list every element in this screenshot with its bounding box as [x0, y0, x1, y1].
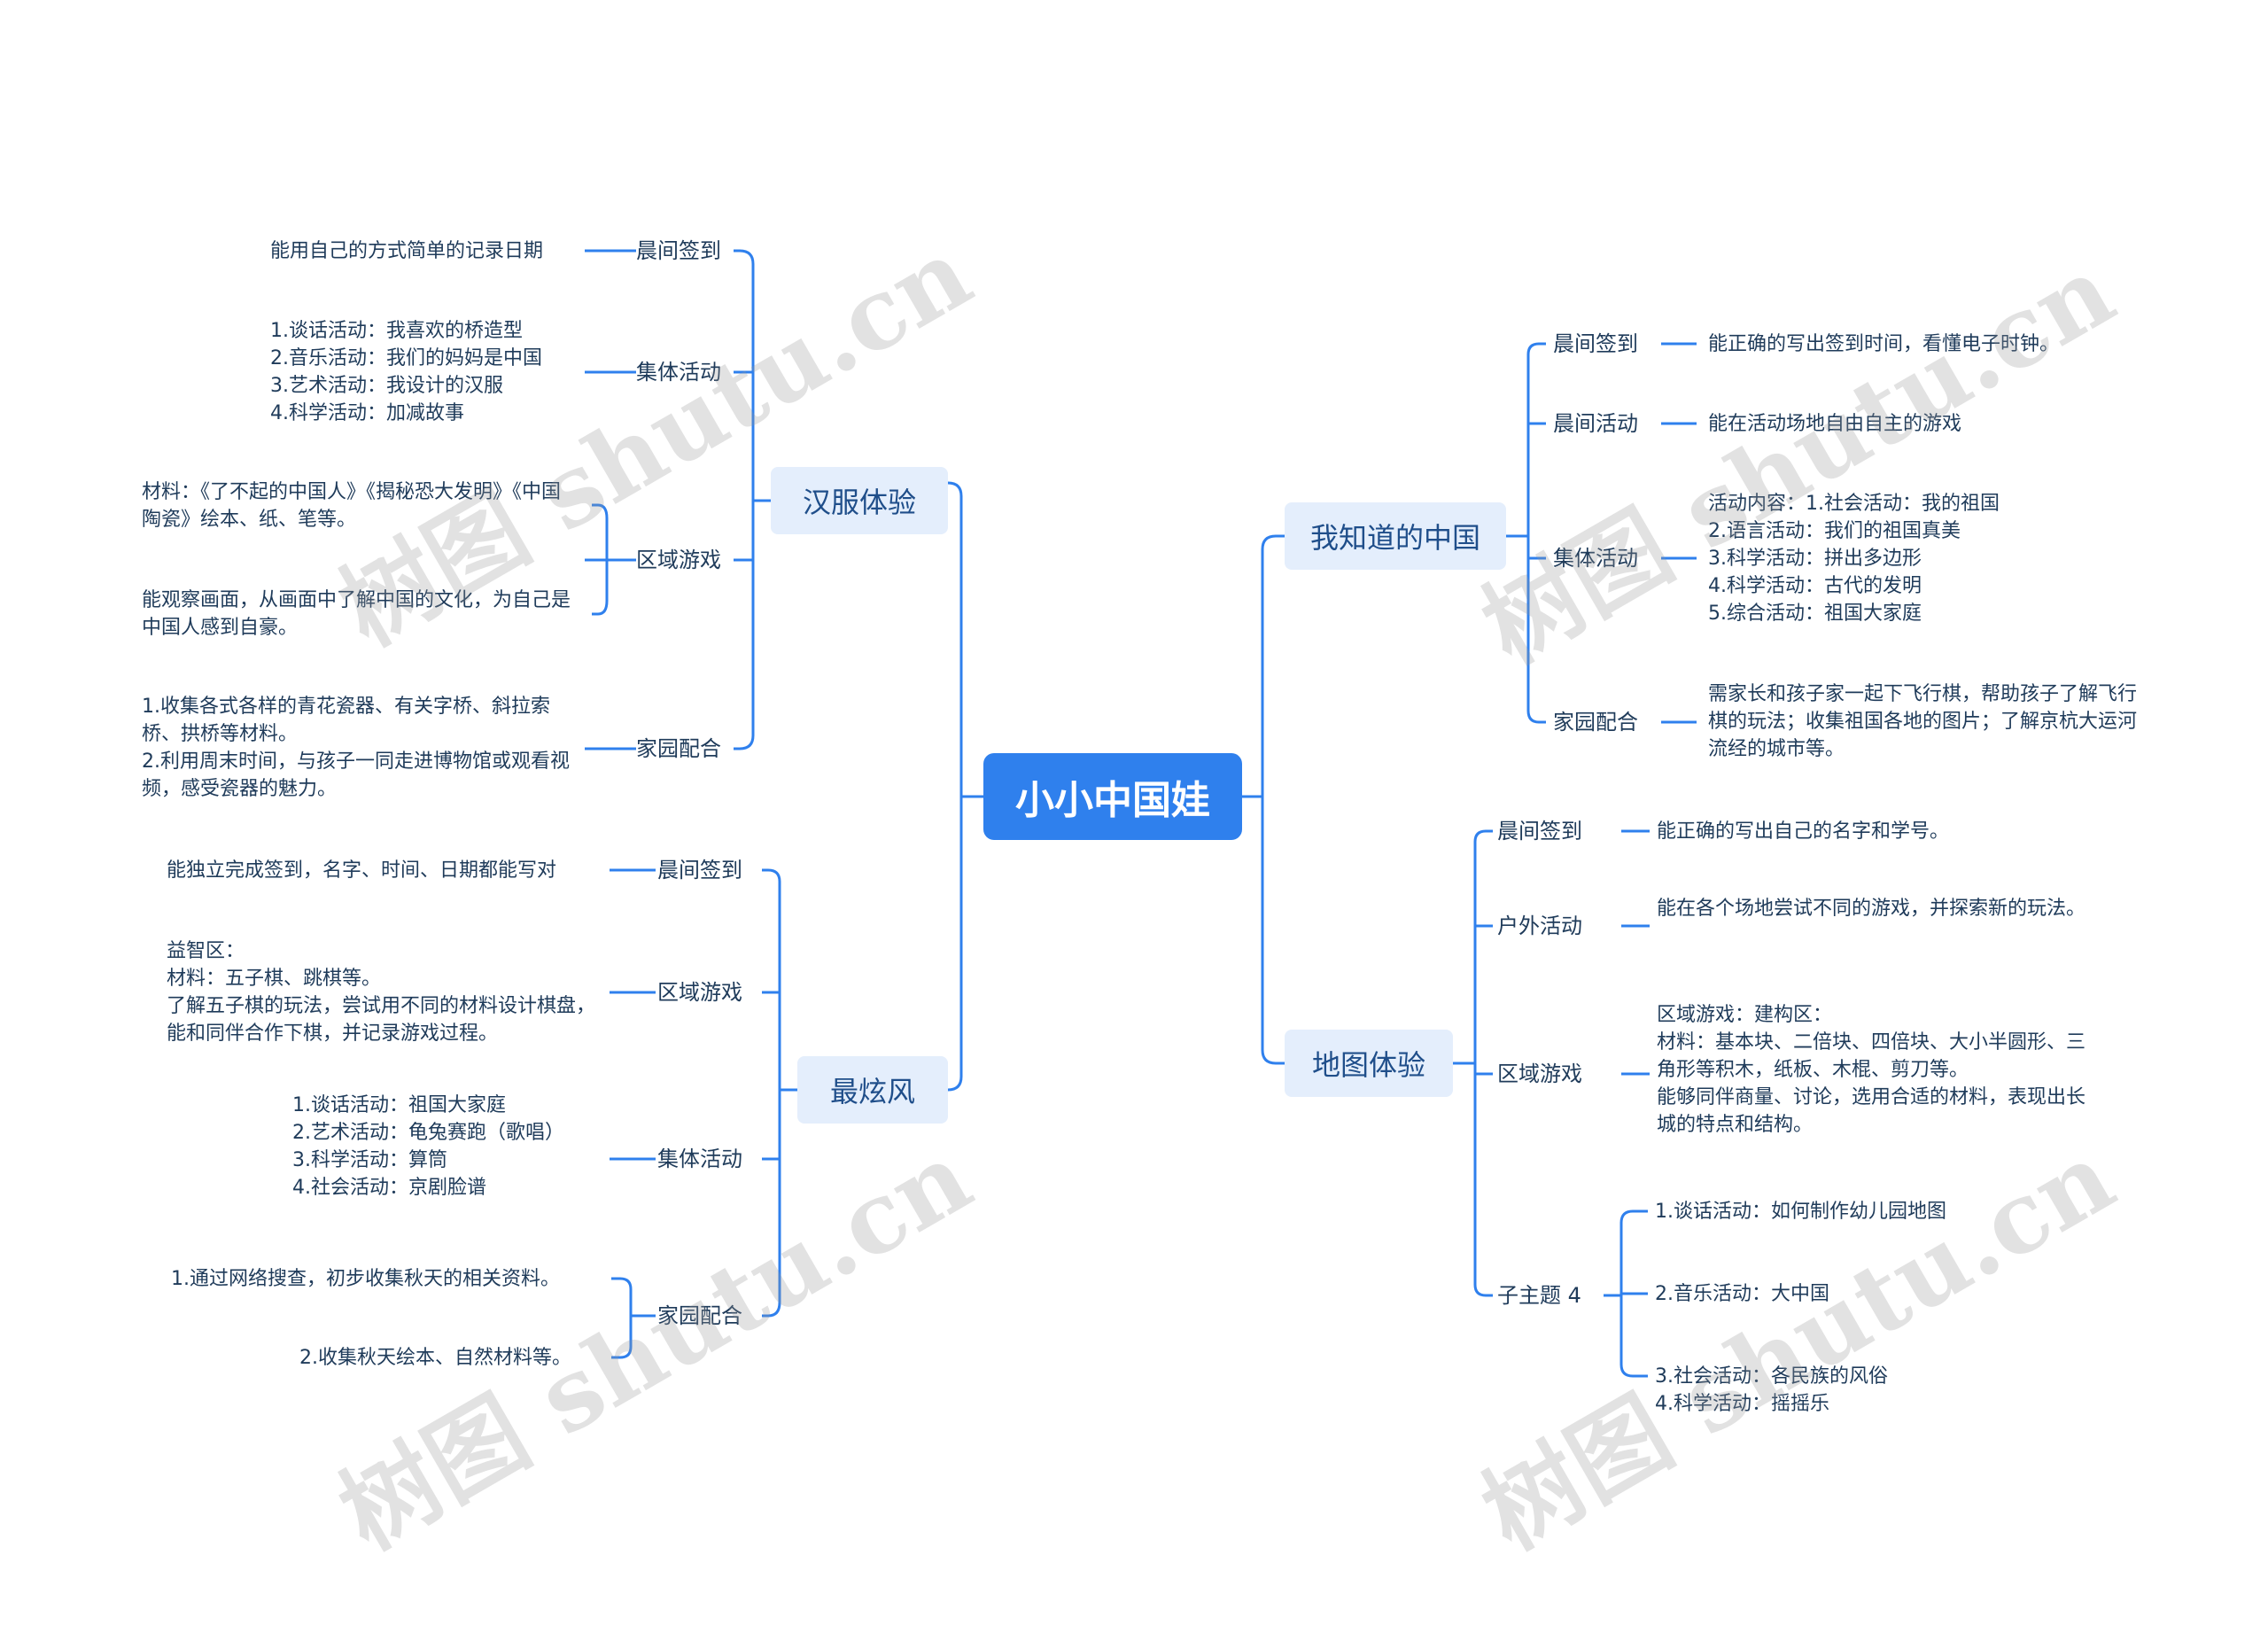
- zuixuan-leaf-3-line: 1.谈话活动：祖国大家庭: [292, 1094, 506, 1116]
- zuixuan-leaf-1: 能独立完成签到，名字、时间、日期都能写对: [167, 859, 557, 882]
- hanfu-subtopic-4[interactable]: 家园配合: [636, 736, 721, 761]
- hanfu-leaf-4b: 2.利用周末时间，与孩子一同走进博物馆或观看视频，感受瓷器的魅力。: [142, 750, 570, 800]
- ditu-leaf-4b: 2.音乐活动：大中国: [1655, 1283, 1829, 1305]
- zuixuan-leaf-2-line: 益智区：: [167, 940, 245, 962]
- zhongguo-subtopic-2[interactable]: 晨间活动: [1553, 411, 1638, 436]
- zuixuan-subtopic-4[interactable]: 家园配合: [657, 1303, 742, 1328]
- hanfu-leaf-2-line: 3.艺术活动：我设计的汉服: [270, 375, 503, 397]
- zhongguo-leaf-3: 活动内容：1.社会活动：我的祖国 2.语言活动：我们的祖国真美 3.科学活动：拼…: [1708, 490, 2000, 627]
- zhongguo-leaf-3-line: 2.语言活动：我们的祖国真美: [1708, 520, 1961, 542]
- zhongguo-leaf-4: 需家长和孩子家一起下飞行棋，帮助孩子了解飞行棋的玩法；收集祖国各地的图片；了解京…: [1708, 683, 2138, 760]
- hanfu-leaf-3a: 材料：《了不起的中国人》《揭秘恐大发明》《中国陶瓷》绘本、纸、笔等。: [142, 481, 562, 531]
- zuixuan-leaf-3-line: 3.科学活动：算筒: [292, 1149, 447, 1171]
- zhongguo-subtopic-1[interactable]: 晨间签到: [1553, 331, 1638, 356]
- ditu-leaf-3-line: 材料：基本块、二倍块、四倍块、大小半圆形、三角形等积木，纸板、木棍、剪刀等。: [1657, 1031, 2086, 1081]
- topic-hanfu[interactable]: 汉服体验: [771, 467, 948, 534]
- hanfu-subtopic-1[interactable]: 晨间签到: [636, 238, 721, 263]
- zuixuan-leaf-4a: 1.通过网络搜查，初步收集秋天的相关资料。: [171, 1268, 560, 1290]
- ditu-subtopic-4[interactable]: 子主题 4: [1497, 1283, 1581, 1308]
- ditu-subtopic-1[interactable]: 晨间签到: [1497, 819, 1582, 844]
- zuixuan-subtopic-2[interactable]: 区域游戏: [657, 980, 742, 1005]
- zuixuan-leaf-2-line: 材料：五子棋、跳棋等。: [167, 968, 382, 990]
- root-topic[interactable]: 小小中国娃: [983, 753, 1242, 840]
- hanfu-leaf-3b: 能观察画面，从画面中了解中国的文化，为自己是中国人感到自豪。: [142, 589, 571, 639]
- hanfu-leaf-1: 能用自己的方式简单的记录日期: [270, 240, 544, 262]
- topic-zhongguo[interactable]: 我知道的中国: [1285, 502, 1506, 570]
- hanfu-leaf-4a: 1.收集各式各样的青花瓷器、有关字桥、斜拉索桥、拱桥等材料。: [142, 696, 550, 745]
- zuixuan-subtopic-3[interactable]: 集体活动: [657, 1147, 742, 1171]
- zhongguo-leaf-3-line: 活动内容：1.社会活动：我的祖国: [1708, 493, 2000, 515]
- ditu-leaf-4c-line: 3.社会活动：各民族的风俗: [1655, 1365, 1888, 1388]
- hanfu-subtopic-2[interactable]: 集体活动: [636, 360, 721, 385]
- topic-ditu[interactable]: 地图体验: [1285, 1030, 1453, 1097]
- zuixuan-leaf-3-line: 4.社会活动：京剧脸谱: [292, 1177, 486, 1199]
- ditu-leaf-3-line: 能够同伴商量、讨论，选用合适的材料，表现出长城的特点和结构。: [1657, 1086, 2086, 1136]
- zhongguo-leaf-1: 能正确的写出签到时间，看懂电子时钟。: [1708, 333, 2060, 355]
- zuixuan-leaf-3-line: 2.艺术活动：龟兔赛跑（歌唱）: [292, 1122, 564, 1144]
- ditu-leaf-3: 区域游戏：建构区： 材料：基本块、二倍块、四倍块、大小半圆形、三角形等积木，纸板…: [1657, 1001, 2100, 1139]
- zuixuan-leaf-2-line: 了解五子棋的玩法，尝试用不同的材料设计棋盘，能和同伴合作下棋，并记录游戏过程。: [167, 995, 596, 1045]
- hanfu-subtopic-3[interactable]: 区域游戏: [636, 548, 721, 572]
- hanfu-leaf-2: 1.谈话活动：我喜欢的桥造型 2.音乐活动：我们的妈妈是中国 3.艺术活动：我设…: [270, 317, 542, 427]
- zhongguo-leaf-3-line: 5.综合活动：祖国大家庭: [1708, 603, 1922, 625]
- zhongguo-subtopic-3[interactable]: 集体活动: [1553, 546, 1638, 571]
- zuixuan-leaf-3: 1.谈话活动：祖国大家庭 2.艺术活动：龟兔赛跑（歌唱） 3.科学活动：算筒 4…: [292, 1092, 564, 1201]
- topic-zuixuan[interactable]: 最炫风: [797, 1056, 948, 1124]
- ditu-leaf-4c-line: 4.科学活动：摇摇乐: [1655, 1393, 1829, 1415]
- ditu-subtopic-3[interactable]: 区域游戏: [1497, 1061, 1582, 1086]
- zuixuan-subtopic-1[interactable]: 晨间签到: [657, 858, 742, 883]
- ditu-leaf-2: 能在各个场地尝试不同的游戏，并探索新的玩法。: [1657, 898, 2086, 920]
- hanfu-leaf-2-line: 2.音乐活动：我们的妈妈是中国: [270, 347, 542, 369]
- ditu-leaf-4c: 3.社会活动：各民族的风俗 4.科学活动：摇摇乐: [1655, 1363, 1888, 1418]
- ditu-leaf-4a: 1.谈话活动：如何制作幼儿园地图: [1655, 1201, 1946, 1223]
- ditu-leaf-1: 能正确的写出自己的名字和学号。: [1657, 820, 1950, 843]
- zuixuan-leaf-2: 益智区： 材料：五子棋、跳棋等。 了解五子棋的玩法，尝试用不同的材料设计棋盘，能…: [167, 937, 601, 1047]
- hanfu-leaf-2-line: 1.谈话活动：我喜欢的桥造型: [270, 320, 523, 342]
- ditu-subtopic-2[interactable]: 户外活动: [1497, 914, 1582, 938]
- zuixuan-leaf-4b: 2.收集秋天绘本、自然材料等。: [299, 1347, 571, 1369]
- zhongguo-leaf-2: 能在活动场地自由自主的游戏: [1708, 413, 1962, 435]
- hanfu-leaf-2-line: 4.科学活动：加减故事: [270, 402, 464, 424]
- zhongguo-subtopic-4[interactable]: 家园配合: [1553, 710, 1638, 735]
- zhongguo-leaf-3-line: 3.科学活动：拼出多边形: [1708, 548, 1922, 570]
- ditu-leaf-3-line: 区域游戏：建构区：: [1657, 1004, 1833, 1026]
- zhongguo-leaf-3-line: 4.科学活动：古代的发明: [1708, 575, 1922, 597]
